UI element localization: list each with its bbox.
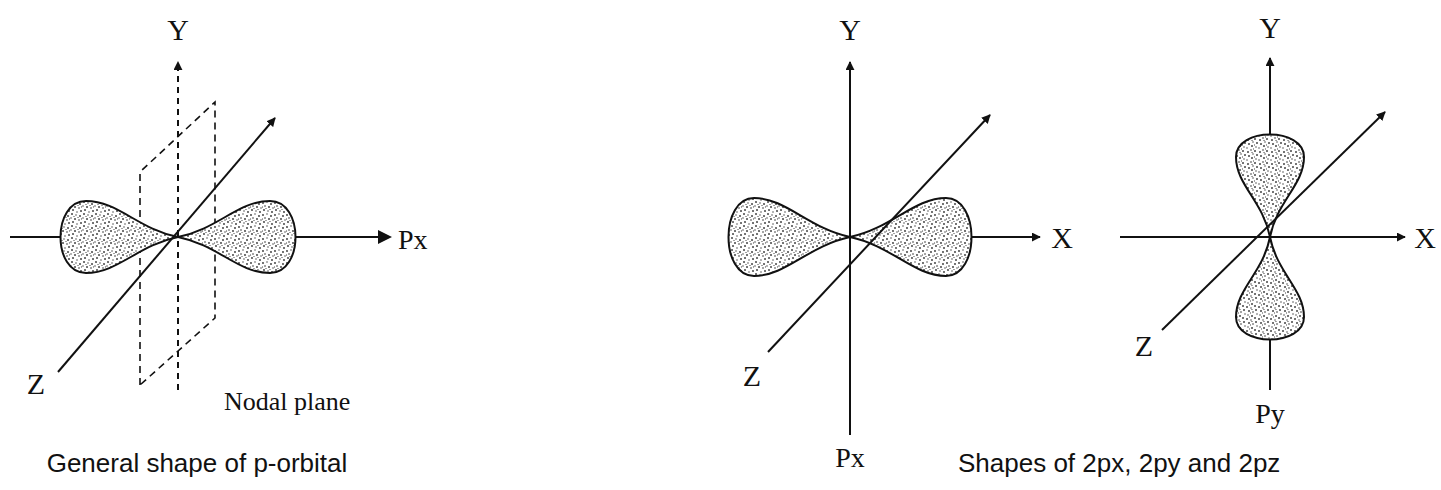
axis-label: Y [839, 15, 861, 45]
orbital-label: Py [1255, 400, 1285, 428]
figure-caption: General shape of p-orbital [47, 450, 348, 476]
axis-label: Y [167, 15, 189, 45]
axis-label: Z [743, 361, 761, 391]
axis-label: Y [1259, 13, 1281, 43]
nodal-plane-label: Nodal plane [224, 389, 350, 415]
orbital-label: Px [398, 226, 428, 254]
axis-label: Z [1135, 331, 1153, 361]
axis-label: Z [27, 369, 45, 399]
figure-caption: Shapes of 2px, 2py and 2pz [958, 450, 1280, 476]
axis-label: X [1414, 223, 1436, 253]
orbital-label: Px [835, 444, 865, 472]
axis-label: X [1051, 223, 1073, 253]
